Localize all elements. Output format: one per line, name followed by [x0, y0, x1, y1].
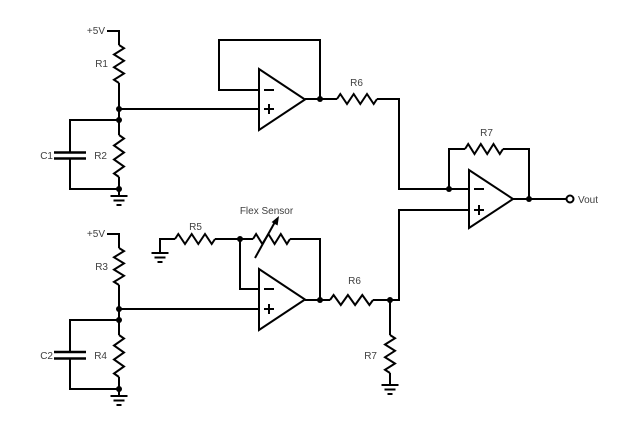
- resistor-r2-label: R2: [94, 151, 107, 162]
- opamp-top-input-signs: [264, 89, 274, 114]
- resistor-r7-feedback: R7: [464, 128, 504, 156]
- resistor-r7-ground-symbol: [383, 334, 397, 374]
- junction-dot: [237, 236, 243, 242]
- wire-top-bias-net: [69, 30, 259, 196]
- capacitor-c1: C1: [40, 151, 86, 162]
- junction-dot: [526, 196, 532, 202]
- junction-dot: [446, 186, 452, 192]
- resistor-r6-top-label: R6: [350, 78, 363, 89]
- opamp-top: [258, 67, 307, 132]
- capacitor-c2-symbol: [54, 350, 86, 360]
- ground-symbol-r5: [151, 252, 169, 263]
- opamp-top-triangle: [258, 67, 307, 132]
- junction-dot: [116, 386, 122, 392]
- resistor-r2-symbol: [112, 134, 126, 178]
- opamp-right-input-signs: [474, 188, 484, 215]
- resistor-r5-symbol: [174, 232, 216, 246]
- capacitor-c1-label: C1: [40, 151, 53, 162]
- resistor-r6-top: R6: [336, 78, 378, 106]
- resistor-r4-symbol: [112, 334, 126, 378]
- opamp-bottom-triangle: [258, 267, 307, 332]
- vout-terminal: Vout: [565, 194, 598, 206]
- resistor-r5-label: R5: [189, 222, 202, 233]
- ground-symbol-r4: [110, 395, 128, 406]
- ground-icon: [151, 252, 169, 263]
- flex-sensor: Flex Sensor: [240, 206, 294, 259]
- junction-dot: [317, 96, 323, 102]
- flex-sensor-label: Flex Sensor: [240, 206, 294, 217]
- supply-bottom-label: +5V: [87, 229, 105, 240]
- resistor-r1: R1: [95, 44, 126, 84]
- ground-icon: [381, 384, 399, 395]
- opamp-bottom: [258, 267, 307, 332]
- vout-label: Vout: [578, 195, 598, 206]
- resistor-r3-label: R3: [95, 262, 108, 273]
- resistor-r3: R3: [95, 247, 126, 286]
- resistor-r1-label: R1: [95, 59, 108, 70]
- junction-dot: [116, 317, 122, 323]
- capacitor-c2: C2: [40, 350, 86, 362]
- resistor-r6-top-symbol: [336, 92, 378, 106]
- junction-dot: [116, 117, 122, 123]
- output-terminal-icon: [565, 194, 575, 204]
- supply-top-label: +5V: [87, 26, 105, 37]
- capacitor-c2-label: C2: [40, 351, 53, 362]
- opamp-bottom-input-signs: [264, 288, 274, 314]
- junction-dots: [116, 96, 532, 392]
- resistor-r5: R5: [174, 222, 216, 246]
- resistor-r6-bottom-symbol: [329, 293, 374, 307]
- ground-symbol-r7: [381, 384, 399, 395]
- resistor-r4-label: R4: [94, 351, 107, 362]
- ground-icon: [110, 395, 128, 406]
- ground-symbol-r2: [110, 195, 128, 206]
- flex-sensor-arrow: [254, 220, 277, 259]
- resistor-r7-feedback-symbol: [464, 142, 504, 156]
- junction-dot: [116, 306, 122, 312]
- junction-dot: [116, 106, 122, 112]
- wire-top-opamp-net: [218, 39, 566, 200]
- capacitor-c1-symbol: [54, 151, 86, 160]
- resistor-r6-bottom: R6: [329, 276, 374, 307]
- resistor-r7-ground-label: R7: [364, 351, 377, 362]
- opamp-right: [468, 168, 515, 230]
- junction-dot: [387, 297, 393, 303]
- resistor-r4: R4: [94, 334, 126, 378]
- resistor-r1-symbol: [112, 44, 126, 84]
- resistor-r7-ground: R7: [364, 334, 397, 374]
- flex-sensor-arrowhead-icon: [271, 216, 279, 226]
- supply-rail-bottom: +5V: [87, 229, 105, 240]
- junction-dot: [116, 186, 122, 192]
- wire-flex-net: [159, 238, 321, 300]
- junction-dot: [317, 297, 323, 303]
- wire-nets: [69, 30, 566, 396]
- ground-icon: [110, 195, 128, 206]
- resistor-r6-bottom-label: R6: [348, 276, 361, 287]
- resistor-r7-feedback-label: R7: [480, 128, 493, 139]
- opamp-right-triangle: [468, 168, 515, 230]
- flex-sensor-symbol: [252, 232, 291, 246]
- resistor-r3-symbol: [112, 247, 126, 286]
- supply-rail-top: +5V: [87, 26, 105, 37]
- resistor-r2: R2: [94, 134, 126, 178]
